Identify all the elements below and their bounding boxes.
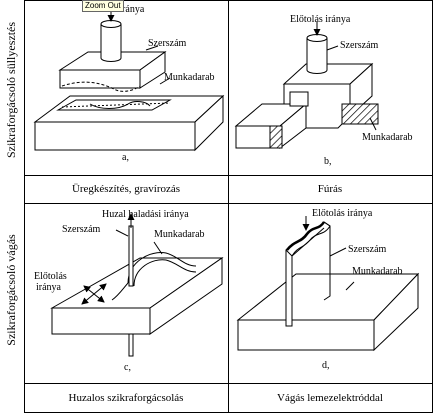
workpiece-block-c (50, 257, 224, 335)
feed-label-c-line1: Előtolás (34, 271, 67, 282)
side-label-sinking: Szikraforgácsoló süllyesztés (4, 22, 18, 158)
plate-electrode (285, 221, 331, 327)
workpiece-leader-c (153, 241, 163, 255)
table-frame (24, 0, 433, 413)
hatched-face-right (341, 103, 379, 125)
zoom-out-tooltip: Zoom Out (82, 0, 124, 12)
tool-leader-d (329, 247, 347, 257)
workpiece-leader-a (159, 77, 171, 85)
workpiece-leader-d (345, 281, 355, 291)
panel-d-plate-electrode: Előtolás iránya Szerszám Munkadarab d, V… (236, 208, 420, 404)
tool-leader-c (115, 229, 129, 237)
tool-shank-b (306, 34, 328, 74)
panel-letter-b: b, (324, 156, 332, 167)
workpiece-block-d (236, 272, 420, 352)
panel-letter-d: d, (322, 360, 330, 371)
workpiece-label-b: Munkadarab (362, 132, 413, 143)
tool-shank-a (100, 20, 122, 62)
caption-c: Huzalos szikraforgácsolás (69, 392, 184, 404)
workpiece-label-a: Munkadarab (164, 72, 215, 83)
panel-c-wire-edm: Huzal haladási iránya Előtolás iránya Sz… (34, 209, 224, 404)
panel-letter-a: a, (122, 152, 129, 163)
tool-label-d: Szerszám (348, 244, 387, 255)
tool-leader-b (326, 45, 339, 51)
tool-label-b: Szerszám (340, 40, 379, 51)
wire-direction-label: Huzal haladási iránya (102, 209, 189, 220)
tool-label-a: Szerszám (148, 38, 187, 49)
tool-leader-a (145, 45, 159, 51)
workpiece-leader-b (369, 117, 377, 131)
feed-label-d: Előtolás iránya (312, 208, 373, 219)
hole-slot-b (289, 91, 309, 107)
hatched-face-front (269, 125, 283, 149)
panel-letter-c: c, (124, 362, 131, 373)
feed-label-b: Előtolás iránya (290, 14, 351, 25)
tool-label-c: Szerszám (62, 224, 101, 235)
workpiece-label-d: Munkadarab (352, 266, 403, 277)
caption-b: Fúrás (318, 183, 342, 195)
panel-b-drilling: Előtolás iránya Szerszám Munkadarab b, F… (234, 14, 413, 195)
panel-a-cavity-sinking: Előtolás iránya Szerszám Munkadarab a, Ü… (33, 4, 225, 195)
feed-direction-arrows (81, 283, 107, 305)
workpiece-label-c: Munkadarab (154, 229, 205, 240)
electrode-top-edge (286, 221, 326, 251)
cavity-recess (56, 99, 172, 111)
feed-label-c-line2: iránya (36, 282, 62, 293)
side-label-cutting: Szikraforgácsoló vágás (4, 234, 18, 346)
caption-d: Vágás lemezelektróddal (277, 392, 383, 404)
workpiece-block-a (33, 94, 225, 152)
caption-a: Üregkészítés, gravírozás (72, 183, 180, 195)
